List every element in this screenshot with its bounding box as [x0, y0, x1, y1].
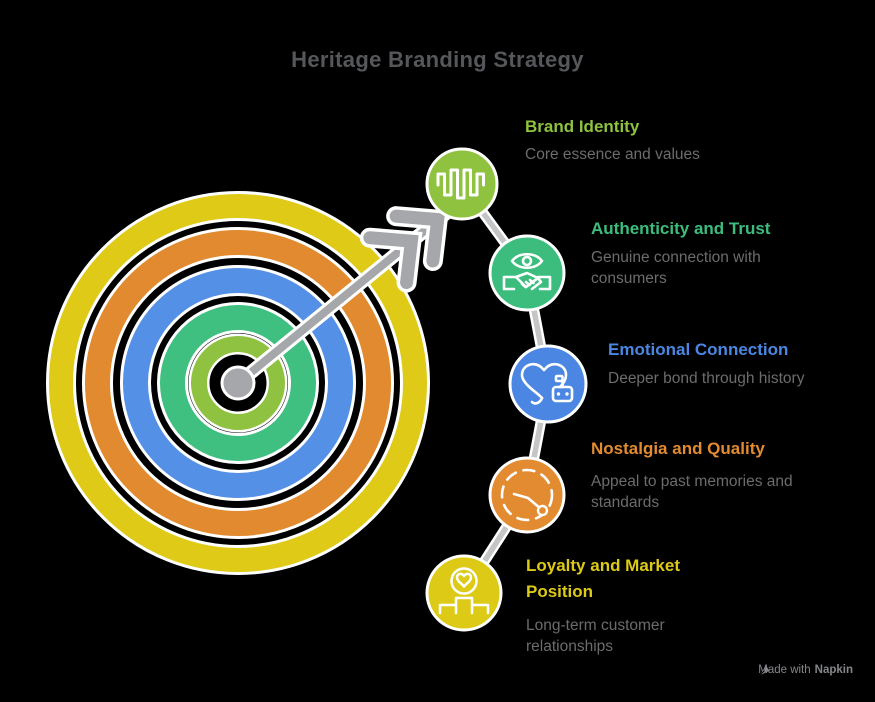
fletching-feather	[363, 231, 419, 290]
node-circle	[508, 344, 588, 424]
retro-clock-icon	[500, 468, 554, 522]
arrow-impact-dot	[220, 365, 256, 401]
item-heading-brand-identity: Brand Identity	[525, 117, 640, 136]
item-description-authenticity-trust: Genuine connection with consumers	[591, 249, 761, 287]
ring-bullseye-center	[191, 336, 285, 430]
node-authenticity-trust	[488, 234, 566, 312]
napkin-pen-icon	[759, 665, 770, 676]
item-heading-emotional-connection: Emotional Connection	[608, 340, 789, 359]
ring-orange	[85, 230, 391, 536]
waveform-icon	[436, 168, 485, 200]
page-title: Heritage Branding Strategy	[291, 47, 584, 72]
item-description-loyalty-market-position: Long-term customer relationships	[526, 617, 665, 655]
item-description-emotional-connection: Deeper bond through history	[608, 370, 805, 387]
node-brand-identity	[425, 147, 499, 221]
node-loyalty-market-position	[425, 554, 503, 632]
arrow-fletching	[359, 206, 449, 293]
podium-heart-icon	[438, 567, 490, 615]
item-heading-nostalgia-quality: Nostalgia and Quality	[591, 439, 765, 458]
item-description-nostalgia-quality: Appeal to past memories and standards	[591, 473, 793, 511]
node-circle	[425, 147, 499, 221]
watermark: Made with Napkin	[758, 664, 853, 676]
item-description-brand-identity: Core essence and values	[525, 146, 700, 163]
node-emotional-connection	[508, 344, 588, 424]
ring-blue	[123, 268, 353, 498]
node-nostalgia-quality	[488, 456, 566, 534]
eye-handshake-icon	[502, 252, 552, 291]
item-heading-loyalty-market-position: Loyalty and Market Position	[526, 556, 680, 601]
fletching-feather	[389, 209, 445, 268]
item-heading-authenticity-trust: Authenticity and Trust	[591, 219, 771, 238]
target-arrow	[220, 203, 457, 401]
watermark-made-with-text: Made with	[758, 664, 811, 676]
bullseye-target	[46, 191, 430, 575]
ring-yellow	[49, 194, 427, 572]
watermark-brand-text: Napkin	[814, 664, 853, 676]
ring-green	[160, 305, 316, 461]
heart-robot-icon	[520, 362, 574, 405]
